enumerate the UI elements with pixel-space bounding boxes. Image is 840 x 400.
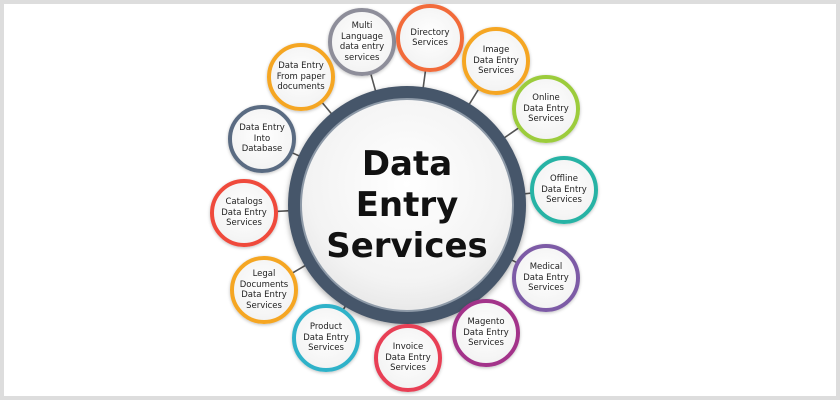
service-label: Online Data Entry Services [523,93,569,125]
service-node-offline: Offline Data Entry Services [530,156,598,224]
service-node-legal-documents: Legal Documents Data Entry Services [230,256,298,324]
hub-title: Data Entry Services [326,143,488,266]
service-node-image: Image Data Entry Services [462,27,530,95]
service-node-from-paper: Data Entry From paper documents [267,43,335,111]
service-node-catalogs: Catalogs Data Entry Services [210,179,278,247]
service-label: Legal Documents Data Entry Services [239,269,289,311]
service-node-magento: Magento Data Entry Services [452,299,520,367]
connector-line [422,69,427,90]
service-label: Image Data Entry Services [473,45,519,77]
service-node-invoice: Invoice Data Entry Services [374,324,442,392]
service-label: Data Entry From paper documents [276,61,326,93]
service-node-into-database: Data Entry Into Database [228,105,296,173]
service-node-online: Online Data Entry Services [512,75,580,143]
connector-line [369,72,377,93]
service-label: Product Data Entry Services [303,322,349,354]
service-label: Directory Services [410,27,450,49]
service-label: Offline Data Entry Services [541,174,587,206]
service-label: Invoice Data Entry Services [385,342,431,374]
service-label: Magento Data Entry Services [463,317,509,349]
central-hub: Data Entry Services [288,86,526,324]
service-node-product: Product Data Entry Services [292,304,360,372]
connector-line [291,264,307,275]
connector-line [275,209,291,213]
service-label: Medical Data Entry Services [523,262,569,294]
service-node-multi-language: Multi Language data entry services [328,8,396,76]
service-label: Multi Language data entry services [339,21,385,63]
service-label: Catalogs Data Entry Services [221,197,267,229]
service-node-medical: Medical Data Entry Services [512,244,580,312]
service-label: Data Entry Into Database [239,123,285,155]
connector-line [502,126,521,140]
central-hub-face: Data Entry Services [300,98,514,312]
connector-line [467,87,480,106]
service-node-directory: Directory Services [396,4,464,72]
